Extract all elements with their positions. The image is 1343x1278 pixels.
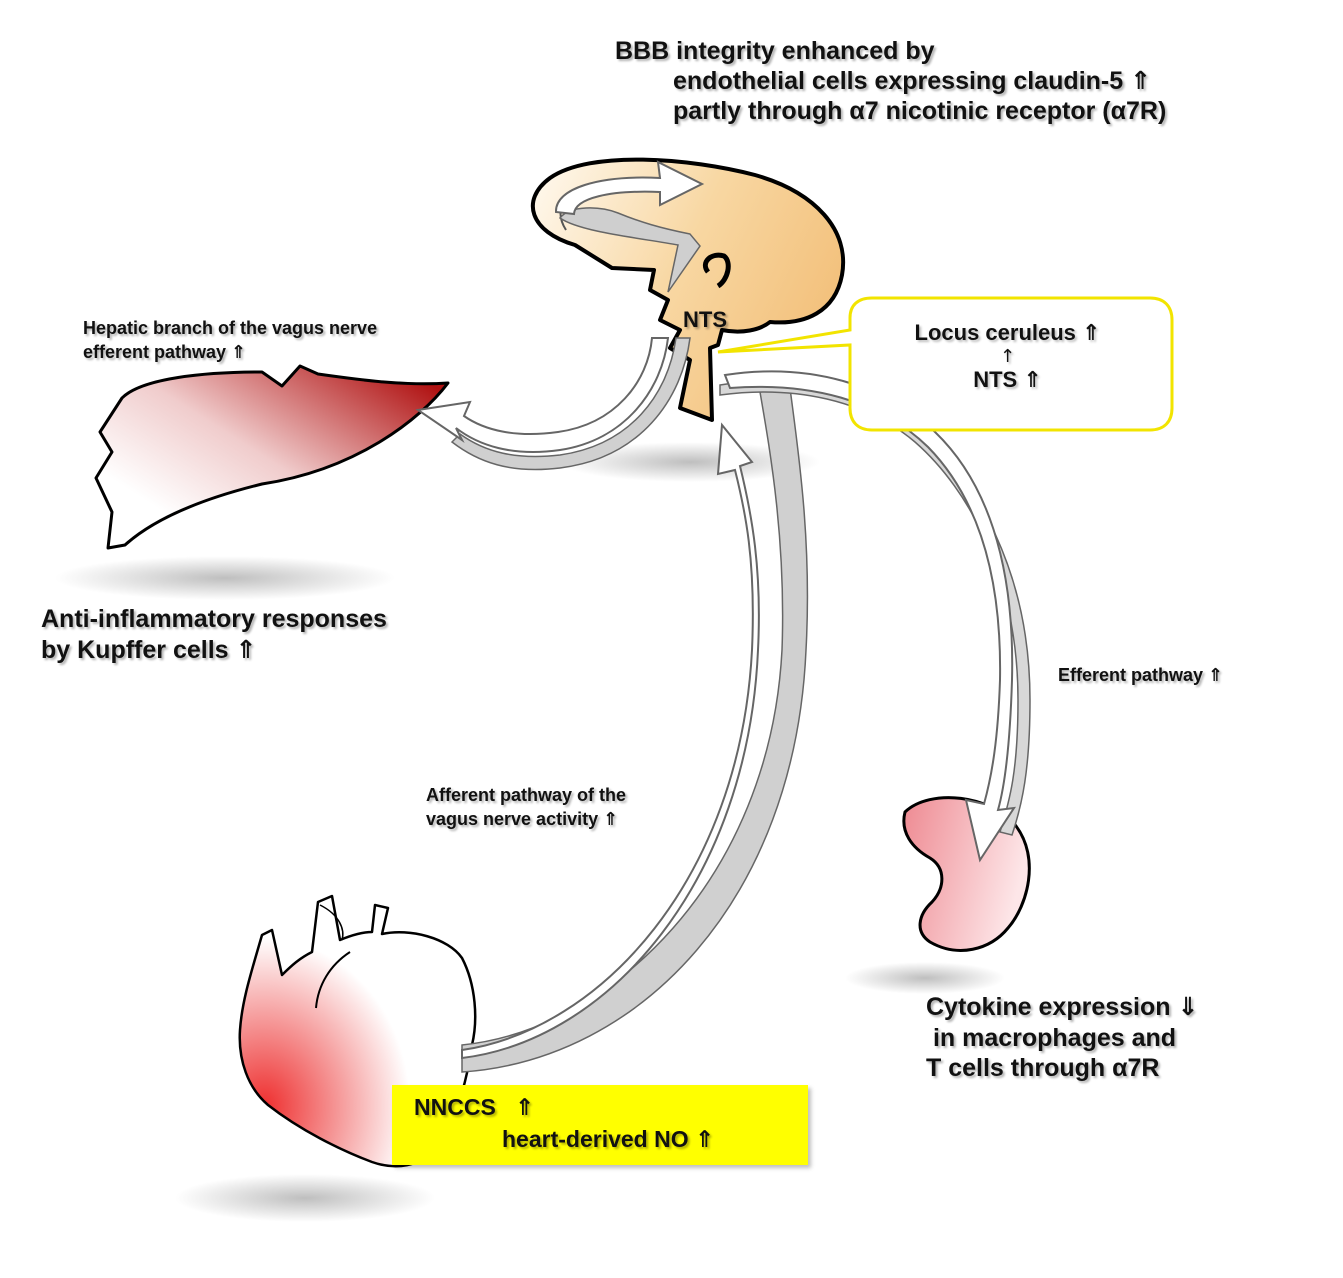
anti-line-1: Anti-inflammatory responses (41, 605, 387, 633)
hepatic-pathway-arrow (415, 337, 691, 471)
nnccs-highlight-box: NNCCS ⇑ heart-derived NO ⇑ (392, 1085, 808, 1165)
hepatic-branch-label: Hepatic branch of the vagus nerve effere… (83, 316, 377, 365)
afferent-line-2: vagus nerve activity ⇑ (426, 809, 619, 830)
cytokine-line-2: in macrophages and (926, 1023, 1177, 1052)
bbb-line-1: BBB integrity enhanced by (615, 37, 935, 65)
nnccs-line-2: heart-derived NO ⇑ (502, 1126, 715, 1152)
liver-illustration (94, 364, 450, 550)
anti-inflammatory-label: Anti-inflammatory responses by Kupffer c… (41, 604, 387, 665)
bbb-line-3: partly through α7 nicotinic receptor (α7… (673, 97, 1167, 125)
anti-line-2: by Kupffer cells ⇑ (41, 635, 257, 664)
cytokine-line-3: T cells through α7R (926, 1054, 1160, 1082)
cytokine-line-1: Cytokine expression ⇓ (926, 993, 1199, 1021)
nnccs-line-1: NNCCS ⇑ (414, 1094, 535, 1120)
up-arrow-icon: ↑ (999, 345, 1016, 367)
bbb-line-2: endothelial cells expressing claudin-5 ⇑ (673, 67, 1152, 95)
afferent-pathway-label: Afferent pathway of the vagus nerve acti… (426, 783, 626, 832)
locus-ceruleus-text: Locus ceruleus ⇑ (914, 320, 1101, 345)
heart-shadow (175, 1174, 435, 1222)
afferent-line-1: Afferent pathway of the (426, 785, 627, 805)
hepatic-line-2: efferent pathway ⇑ (83, 342, 247, 363)
cytokine-expression-label: Cytokine expression ⇓ in macrophages and… (926, 992, 1198, 1084)
hepatic-line-1: Hepatic branch of the vagus nerve (83, 318, 378, 338)
liver-shadow (55, 556, 395, 600)
nts-box-text: NTS ⇑ (973, 366, 1042, 392)
brain-rotation-arrow (554, 160, 705, 293)
efferent-pathway-label: Efferent pathway ⇑ (1058, 665, 1224, 685)
afferent-pathway-arrow (461, 387, 809, 1073)
locus-ceruleus-box: Locus ceruleus ⇑ ↑ NTS ⇑ (845, 297, 1170, 427)
locus-callout-box (717, 296, 1174, 432)
brain-shadow (560, 442, 820, 482)
bbb-integrity-label: BBB integrity enhanced by endothelial ce… (615, 36, 1166, 158)
spleen-shadow (845, 962, 1005, 994)
nts-brain-label: NTS (683, 307, 727, 332)
